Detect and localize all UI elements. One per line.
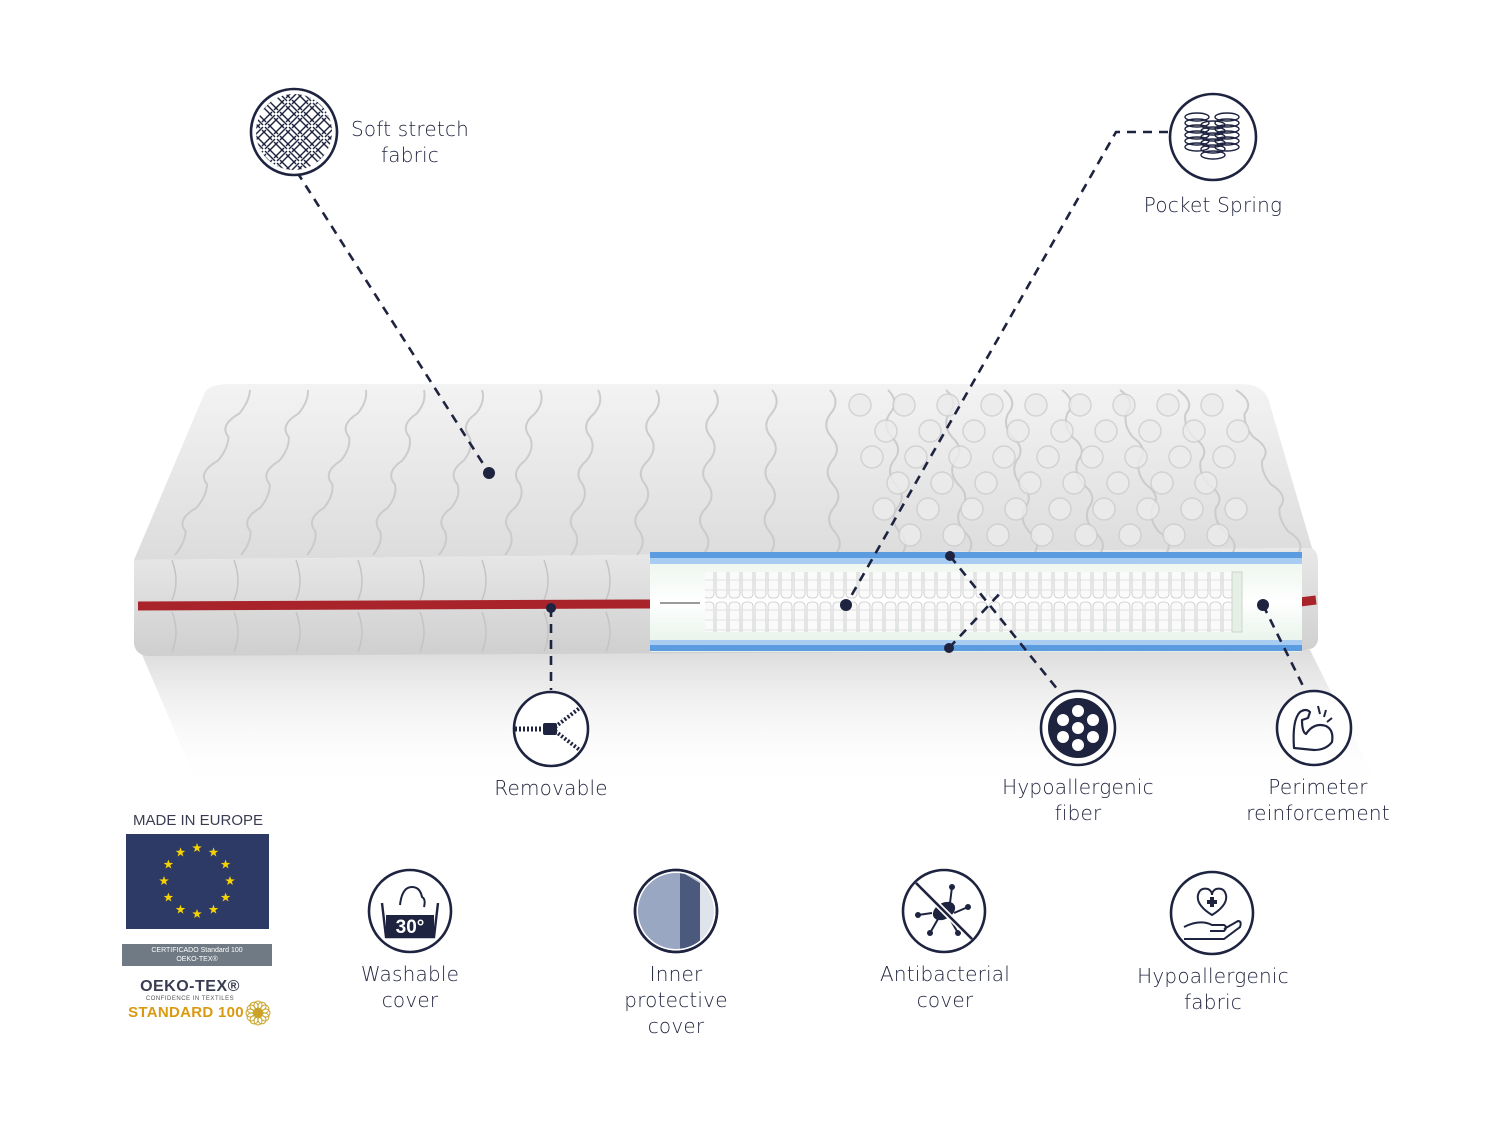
wash-30-icon: 30° — [367, 868, 453, 954]
zipper-line — [137, 599, 651, 611]
oeko-cert-line2: OEKO-TEX® — [176, 956, 218, 963]
label-pocket-spring: Pocket Spring — [1133, 192, 1293, 218]
label-hypo-fabric-line1: Hypoallergenic — [1137, 964, 1289, 988]
oeko-tex-standard: STANDARD 100 — [128, 1004, 244, 1021]
label-soft-stretch-line1: Soft stretch — [350, 117, 470, 141]
made-in-europe: MADE IN EUROPE — [132, 812, 264, 829]
label-antibacterial-line1: Antibacterial — [879, 962, 1011, 986]
leader-pocket-spring — [844, 130, 1168, 606]
label-inner-cover-line1: Inner — [649, 962, 703, 986]
label-perimeter-line2: reinforcement — [1246, 801, 1390, 825]
fiber-dots-icon — [1039, 689, 1117, 767]
oeko-cert-banner: CERTIFICADO Standard 100 OEKO-TEX® — [122, 944, 272, 966]
leader-lines — [295, 130, 1307, 691]
oeko-cert-line1: CERTIFICADO Standard 100 — [151, 947, 243, 954]
label-washable-line1: Washable — [360, 962, 460, 986]
label-perimeter-line1: Perimeter — [1268, 775, 1368, 799]
oeko-flower-icon — [245, 1000, 271, 1026]
label-soft-stretch: Soft stretch fabric — [340, 116, 480, 168]
mattress-cutaway — [650, 552, 1302, 652]
label-hypo-fiber-line1: Hypoallergenic — [1002, 775, 1154, 799]
label-washable-line2: cover — [381, 988, 439, 1012]
fabric-mesh-icon — [249, 87, 339, 177]
oeko-tex-name: OEKO-TEX® — [140, 978, 240, 995]
label-perimeter: Perimeter reinforcement — [1238, 774, 1398, 826]
label-hypo-fabric-line2: fabric — [1184, 990, 1242, 1014]
label-pocket-spring-line1: Pocket Spring — [1143, 193, 1283, 217]
label-soft-stretch-line2: fabric — [381, 143, 439, 167]
no-bacteria-icon — [901, 868, 987, 954]
label-inner-cover-line3: cover — [647, 1014, 705, 1038]
label-washable: Washable cover — [340, 961, 480, 1013]
flexed-arm-icon — [1275, 689, 1353, 767]
label-antibacterial: Antibacterial cover — [865, 961, 1025, 1013]
inner-layer-icon — [633, 868, 719, 954]
heart-hand-icon — [1169, 870, 1255, 956]
zipper-icon — [512, 690, 590, 768]
label-hypo-fabric: Hypoallergenic fabric — [1128, 963, 1298, 1015]
leader-dots — [483, 467, 1269, 653]
pocket-spring-icon — [1168, 92, 1258, 182]
mattress — [134, 384, 1318, 656]
oeko-tex-confidence: CONFIDENCE IN TEXTILES — [145, 996, 235, 1002]
label-removable-line1: Removable — [494, 776, 608, 800]
label-inner-cover: Inner protective cover — [606, 961, 746, 1039]
label-hypo-fiber-line2: fiber — [1054, 801, 1102, 825]
label-removable: Removable — [481, 775, 621, 801]
eu-flag — [126, 834, 269, 929]
leader-hypo-fiber — [948, 555, 1060, 691]
label-inner-cover-line2: protective — [624, 988, 728, 1012]
mattress-shadow — [140, 650, 1380, 790]
label-hypo-fiber: Hypoallergenic fiber — [993, 774, 1163, 826]
wash-temp: 30° — [396, 917, 425, 938]
leader-soft-stretch — [295, 171, 491, 474]
label-antibacterial-line2: cover — [916, 988, 974, 1012]
